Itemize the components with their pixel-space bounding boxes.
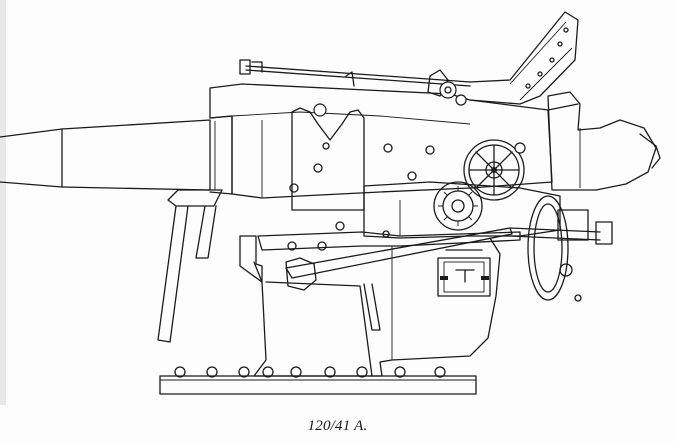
bolt-icon [287,241,297,251]
bolt-icon [262,366,274,378]
bolt-icon [238,366,250,378]
bolt-icon [290,366,302,378]
bolt-icon [206,366,218,378]
breech-mechanism [547,91,661,191]
bolt-icon [317,241,327,251]
bolt-icon [313,163,323,173]
bolt-icon [356,366,368,378]
mount-struts [157,189,223,343]
pedestal [253,237,501,377]
sight-box [437,249,491,297]
bolt-icon [174,366,186,378]
bolt-icon [394,366,406,378]
bolt-icon [383,143,393,153]
base-plate [159,366,477,395]
bolt-icon [407,171,417,181]
elevating-handwheel [463,139,526,201]
upper-bracket [469,11,579,105]
gear-wheel [433,181,483,231]
gun-barrel [0,115,233,195]
page-fold-shadow [0,0,6,405]
naval-gun-technical-drawing [0,0,661,405]
elevating-linkage [239,227,521,331]
bolt-icon [335,221,345,231]
bolt-icon [434,366,446,378]
training-handwheel [509,195,613,302]
bolt-icon [324,366,336,378]
sight-rod [239,59,471,106]
bolt-icon [289,183,299,193]
bolt-icon [425,145,435,155]
figure-caption: 120/41 A. [307,418,368,434]
trunnion-block [289,103,365,231]
